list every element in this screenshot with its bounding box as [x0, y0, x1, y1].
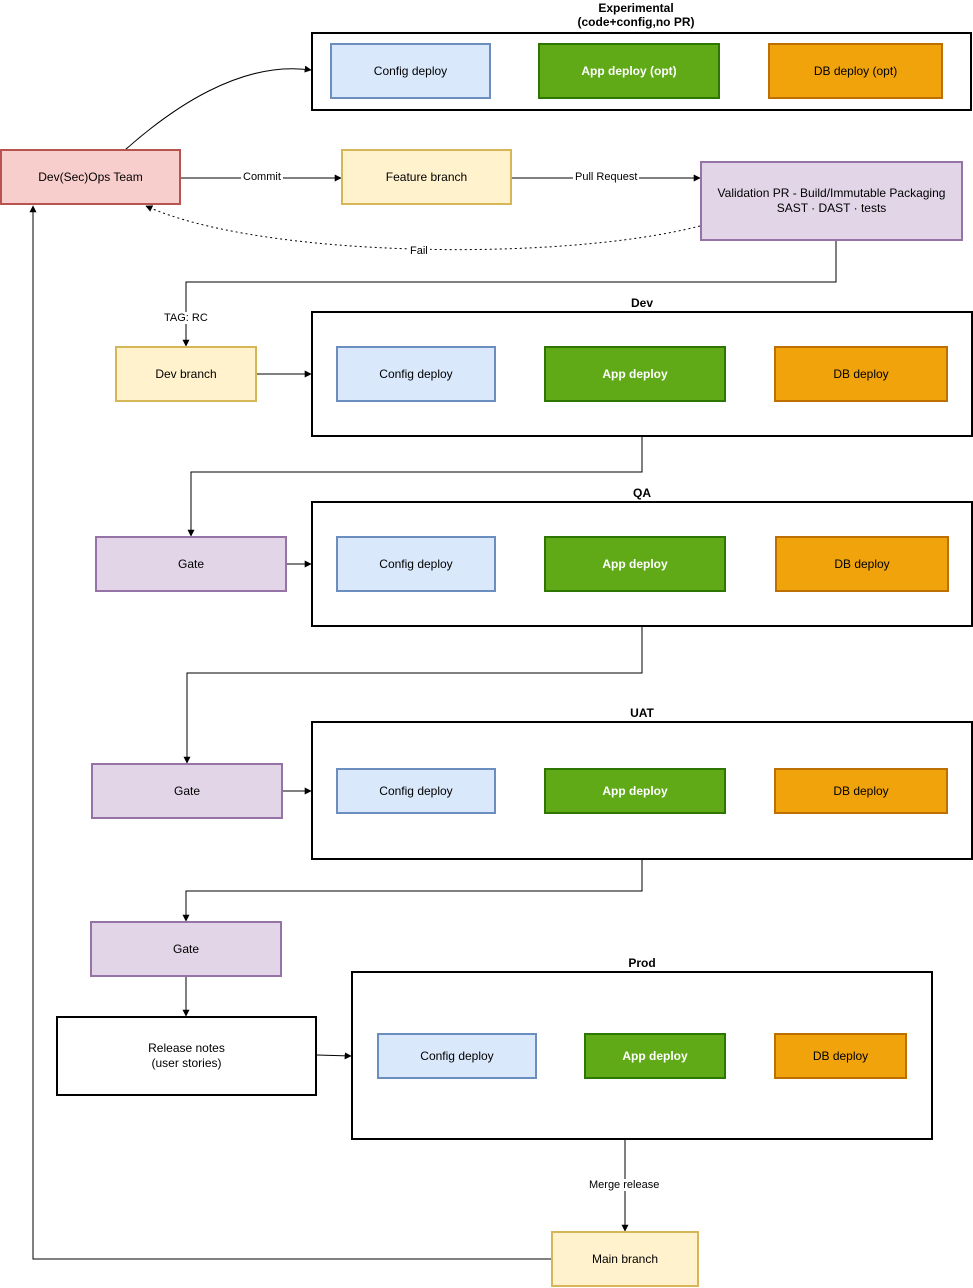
- qa-db-deploy[interactable]: DB deploy: [775, 536, 949, 592]
- prod-title: Prod: [628, 956, 656, 970]
- uat-db-deploy[interactable]: DB deploy: [774, 768, 948, 814]
- release-notes[interactable]: Release notes (user stories): [56, 1016, 317, 1096]
- edge-label-tag-rc: TAG: RC: [162, 312, 210, 324]
- uat-config-deploy[interactable]: Config deploy: [336, 768, 496, 814]
- qa-config-deploy[interactable]: Config deploy: [336, 536, 496, 592]
- experimental-db-deploy[interactable]: DB deploy (opt): [768, 43, 943, 99]
- edge-label-pull-request: Pull Request: [573, 171, 640, 183]
- dev-branch[interactable]: Dev branch: [115, 346, 257, 402]
- prod-config-deploy[interactable]: Config deploy: [377, 1033, 537, 1079]
- edge-label-merge-release: Merge release: [587, 1179, 662, 1191]
- edge-fail: [145, 205, 701, 251]
- qa-app-deploy[interactable]: App deploy: [544, 536, 726, 592]
- experimental-title: Experimental (code+config,no PR): [577, 1, 695, 30]
- prod-gate[interactable]: Gate: [90, 921, 282, 977]
- prod-app-deploy[interactable]: App deploy: [584, 1033, 726, 1079]
- dev-config-deploy[interactable]: Config deploy: [336, 346, 496, 402]
- dev-title: Dev: [630, 296, 653, 310]
- uat-title: UAT: [630, 706, 654, 720]
- main-branch[interactable]: Main branch: [551, 1231, 699, 1287]
- edge-team-experimental: [124, 65, 312, 151]
- uat-app-deploy[interactable]: App deploy: [544, 768, 726, 814]
- experimental-app-deploy[interactable]: App deploy (opt): [538, 43, 720, 99]
- edge-main-team: [29, 205, 551, 1260]
- prod-db-deploy[interactable]: DB deploy: [774, 1033, 907, 1079]
- qa-gate[interactable]: Gate: [95, 536, 287, 592]
- validation-pr[interactable]: Validation PR - Build/Immutable Packagin…: [700, 161, 963, 241]
- edge-label-commit: Commit: [241, 171, 283, 183]
- dev-app-deploy[interactable]: App deploy: [544, 346, 726, 402]
- devsecops-team[interactable]: Dev(Sec)Ops Team: [0, 149, 181, 205]
- uat-gate[interactable]: Gate: [91, 763, 283, 819]
- qa-title: QA: [633, 486, 651, 500]
- dev-db-deploy[interactable]: DB deploy: [774, 346, 948, 402]
- feature-branch[interactable]: Feature branch: [341, 149, 512, 205]
- edge-label-fail: Fail: [408, 245, 430, 257]
- experimental-config-deploy[interactable]: Config deploy: [330, 43, 491, 99]
